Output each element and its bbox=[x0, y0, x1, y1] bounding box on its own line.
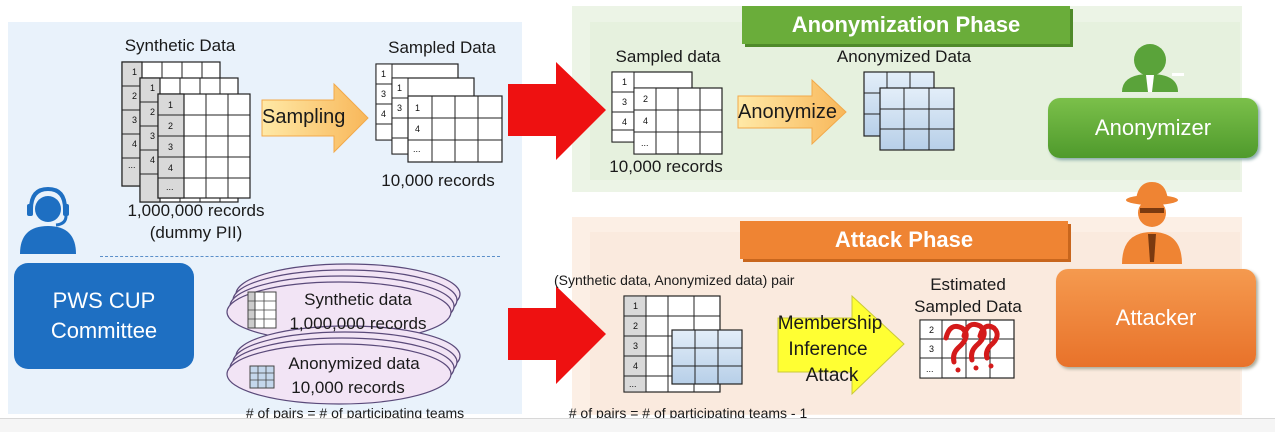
sampled-row-label: 3 bbox=[397, 103, 402, 113]
anonymized-bundle-ellipses bbox=[226, 325, 461, 405]
anon-sampled-row-label: 4 bbox=[622, 117, 627, 127]
to-anonymization-arrow bbox=[508, 62, 606, 160]
synthetic-row-label: 3 bbox=[150, 131, 155, 141]
anonymized-data-stack bbox=[863, 71, 955, 151]
attacker-box: Attacker bbox=[1056, 269, 1256, 367]
estimated-sampled-data: 2 3 ... bbox=[919, 319, 1015, 379]
synthetic-row-label: ... bbox=[128, 160, 136, 170]
committee-pairs-note: # of pairs = # of participating teams bbox=[245, 405, 465, 421]
sampled-data-records: 10,000 records bbox=[381, 171, 495, 190]
anon-sampled-row-label: 3 bbox=[622, 97, 627, 107]
bundle-anon-name: Anonymized data bbox=[288, 354, 420, 373]
committee-divider bbox=[100, 256, 500, 257]
anon-sampled-row-label: 2 bbox=[643, 94, 648, 104]
anon-sampled-records: 10,000 records bbox=[609, 157, 723, 176]
anonymize-label: Anonymize bbox=[738, 101, 837, 123]
question-marks-icon bbox=[943, 321, 1000, 373]
committee-person-icon bbox=[20, 186, 76, 254]
synthetic-row-label: 3 bbox=[132, 115, 137, 125]
sampled-row-label: ... bbox=[413, 144, 421, 154]
synthetic-row-label: ... bbox=[166, 182, 174, 192]
pair-stack: 1 2 3 4 ... bbox=[623, 295, 743, 393]
attack-pairs-note: # of pairs = # of participating teams - … bbox=[568, 405, 808, 421]
synthetic-row-label: 1 bbox=[168, 100, 173, 110]
sampled-row-label: 1 bbox=[397, 83, 402, 93]
sampled-row-label: 1 bbox=[415, 103, 420, 113]
synthetic-data-stack: 1 2 3 4 ... 1 2 3 4 1 2 3 4 ... bbox=[121, 61, 251, 203]
synthetic-row-label: 1 bbox=[132, 67, 137, 77]
committee-box: PWS CUP Committee bbox=[14, 263, 194, 369]
attacker-label: Attacker bbox=[1115, 305, 1197, 330]
pair-row-label: 4 bbox=[633, 361, 638, 371]
pair-row-label: 2 bbox=[633, 321, 638, 331]
page-footer-strip bbox=[0, 418, 1275, 432]
to-attack-arrow bbox=[508, 286, 606, 384]
estimated-row-label: 2 bbox=[929, 325, 934, 335]
anonymized-mini-table-icon bbox=[249, 365, 275, 389]
committee-label: PWS CUP Committee bbox=[50, 288, 158, 343]
synthetic-row-label: 3 bbox=[168, 142, 173, 152]
synthetic-row-label: 1 bbox=[150, 83, 155, 93]
pair-row-label: 1 bbox=[633, 301, 638, 311]
anonymizer-label: Anonymizer bbox=[1094, 115, 1212, 140]
mia-line-1: Membership bbox=[777, 313, 883, 334]
attacker-person-icon bbox=[1122, 182, 1182, 264]
anon-sampled-row-label: ... bbox=[641, 138, 649, 148]
bundle-synthetic-name: Synthetic data bbox=[304, 290, 412, 309]
anon-sampled-stack: 1 3 4 2 4 ... bbox=[611, 71, 723, 155]
synthetic-row-label: 4 bbox=[150, 155, 155, 165]
synthetic-row-label: 2 bbox=[168, 121, 173, 131]
sampled-row-label: 4 bbox=[381, 109, 386, 119]
mia-line-2: Inference bbox=[788, 339, 868, 360]
synthetic-mini-table-icon bbox=[247, 291, 277, 329]
anonymizer-person-icon bbox=[1122, 44, 1184, 92]
synthetic-sheet-front bbox=[157, 93, 251, 199]
synthetic-bundle-ellipses bbox=[226, 263, 461, 343]
synthetic-data-records: 1,000,000 records bbox=[127, 201, 265, 220]
anonymize-arrow bbox=[737, 78, 847, 146]
pair-row-label: 3 bbox=[633, 341, 638, 351]
synthetic-row-label: 2 bbox=[132, 91, 137, 101]
sampled-row-label: 4 bbox=[415, 124, 420, 134]
anonymized-data-title: Anonymized Data bbox=[836, 47, 972, 66]
sampled-data-stack: 1 3 4 1 3 1 4 ... bbox=[375, 63, 503, 163]
sampling-arrow bbox=[261, 82, 369, 154]
anon-sampled-row-label: 1 bbox=[622, 77, 627, 87]
synthetic-row-label: 4 bbox=[168, 163, 173, 173]
synthetic-data-note: (dummy PII) bbox=[149, 223, 243, 242]
estimated-line-1: Estimated bbox=[930, 275, 1006, 294]
sampled-row-label: 1 bbox=[381, 69, 386, 79]
synthetic-data-title: Synthetic Data bbox=[124, 36, 236, 55]
sampled-row-label: 3 bbox=[381, 89, 386, 99]
sampling-label: Sampling bbox=[262, 106, 346, 128]
anon-sampled-row-label: 4 bbox=[643, 116, 648, 126]
anon-sampled-title: Sampled data bbox=[615, 47, 721, 66]
attack-phase-banner: Attack Phase bbox=[740, 221, 1068, 259]
synthetic-row-label: 4 bbox=[132, 139, 137, 149]
estimated-row-label: 3 bbox=[929, 344, 934, 354]
anonymization-phase-banner: Anonymization Phase bbox=[742, 6, 1070, 44]
synthetic-row-label: 2 bbox=[150, 107, 155, 117]
bundle-anon-records: 10,000 records bbox=[291, 378, 405, 397]
bundle-synthetic-records: 1,000,000 records bbox=[289, 314, 427, 333]
mia-line-3: Attack bbox=[805, 365, 859, 386]
anonymizer-box: Anonymizer bbox=[1048, 98, 1258, 158]
estimated-line-2: Sampled Data bbox=[914, 297, 1022, 316]
sampled-data-title: Sampled Data bbox=[388, 38, 496, 57]
membership-inference-arrow bbox=[777, 294, 905, 396]
pair-row-label: ... bbox=[629, 379, 637, 389]
estimated-row-label: ... bbox=[926, 364, 934, 374]
pair-title: (Synthetic data, Anonymized data) pair bbox=[554, 272, 795, 288]
